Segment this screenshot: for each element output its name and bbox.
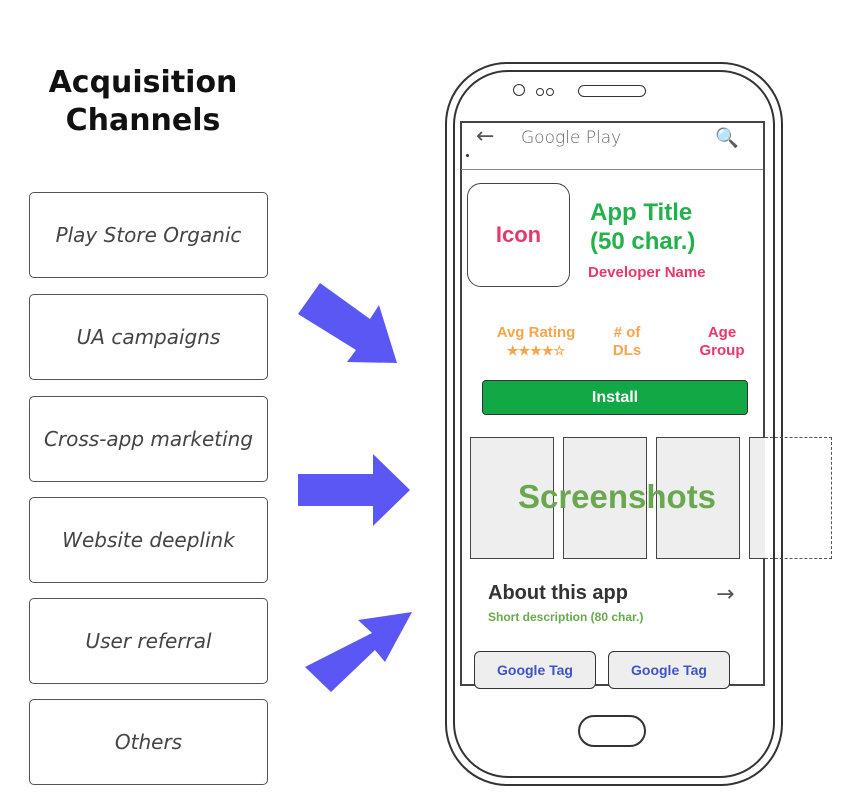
channel-label: Play Store Organic <box>55 223 242 247</box>
app-icon-label: Icon <box>495 222 542 247</box>
app-title-line-2: (50 char.) <box>590 228 696 255</box>
age-group: Age Group <box>692 324 752 360</box>
channel-box-play-store-organic: Play Store Organic <box>29 192 268 278</box>
tag-label: Google Tag <box>497 662 573 678</box>
screenshots-label: Screenshots <box>517 478 717 515</box>
avg-rating: Avg Rating ★★★★☆ <box>486 324 586 360</box>
download-count: # of DLs <box>602 324 652 360</box>
screenshot-thumbnail-partial[interactable] <box>749 437 765 559</box>
age-group-line-1: Age <box>707 324 737 341</box>
store-name: Google Play <box>521 128 622 148</box>
download-count-line-2: DLs <box>612 342 642 359</box>
speaker-grille <box>578 85 646 97</box>
channel-label: User referral <box>85 629 212 653</box>
channel-box-ua-campaigns: UA campaigns <box>29 294 268 380</box>
app-title: App Title (50 char.) <box>590 198 695 256</box>
age-group-line-2: Group <box>699 342 745 359</box>
screenshot-thumbnail[interactable] <box>470 437 554 559</box>
camera-icon <box>513 84 525 96</box>
channel-box-user-referral: User referral <box>29 598 268 684</box>
channel-label: Others <box>114 730 183 754</box>
channel-box-cross-app-marketing: Cross-app marketing <box>29 396 268 482</box>
back-arrow-icon[interactable]: ← <box>476 124 495 149</box>
screenshot-overflow-outline <box>765 437 832 559</box>
channel-label: UA campaigns <box>76 325 221 349</box>
download-count-line-1: # of <box>613 324 641 341</box>
app-title-line-1: App Title <box>590 199 693 226</box>
install-button-label: Install <box>591 388 639 406</box>
header-divider <box>461 169 763 170</box>
google-tag-chip[interactable]: Google Tag <box>474 651 596 689</box>
arrow-right <box>298 454 410 526</box>
channel-box-others: Others <box>29 699 268 785</box>
diagram-title: Acquisition Channels <box>28 64 258 140</box>
title-line-2: Channels <box>65 103 221 138</box>
sensor-icon <box>546 88 554 96</box>
sensor-icon <box>536 88 544 96</box>
dot-mark <box>466 154 469 157</box>
channel-label: Cross-app marketing <box>43 427 254 451</box>
tag-label: Google Tag <box>631 662 707 678</box>
home-button[interactable] <box>578 715 646 747</box>
rating-stars: ★★★★☆ <box>506 343 566 358</box>
title-line-1: Acquisition <box>48 65 238 100</box>
phone-bezel <box>453 70 775 778</box>
google-tag-chip[interactable]: Google Tag <box>608 651 730 689</box>
avg-rating-label: Avg Rating <box>496 324 576 341</box>
arrow-up-right <box>305 612 412 692</box>
screenshot-thumbnail[interactable] <box>563 437 647 559</box>
app-icon-placeholder: Icon <box>467 183 570 287</box>
about-title: About this app <box>488 582 628 604</box>
install-button[interactable]: Install <box>482 380 748 415</box>
arrow-down-right <box>298 283 397 363</box>
developer-name: Developer Name <box>588 264 706 281</box>
short-description: Short description (80 char.) <box>488 610 644 624</box>
channel-box-website-deeplink: Website deeplink <box>29 497 268 583</box>
screenshot-thumbnail[interactable] <box>656 437 740 559</box>
channel-label: Website deeplink <box>62 528 235 552</box>
arrow-right-icon[interactable]: → <box>716 582 735 607</box>
search-icon[interactable]: 🔍 <box>715 128 739 149</box>
